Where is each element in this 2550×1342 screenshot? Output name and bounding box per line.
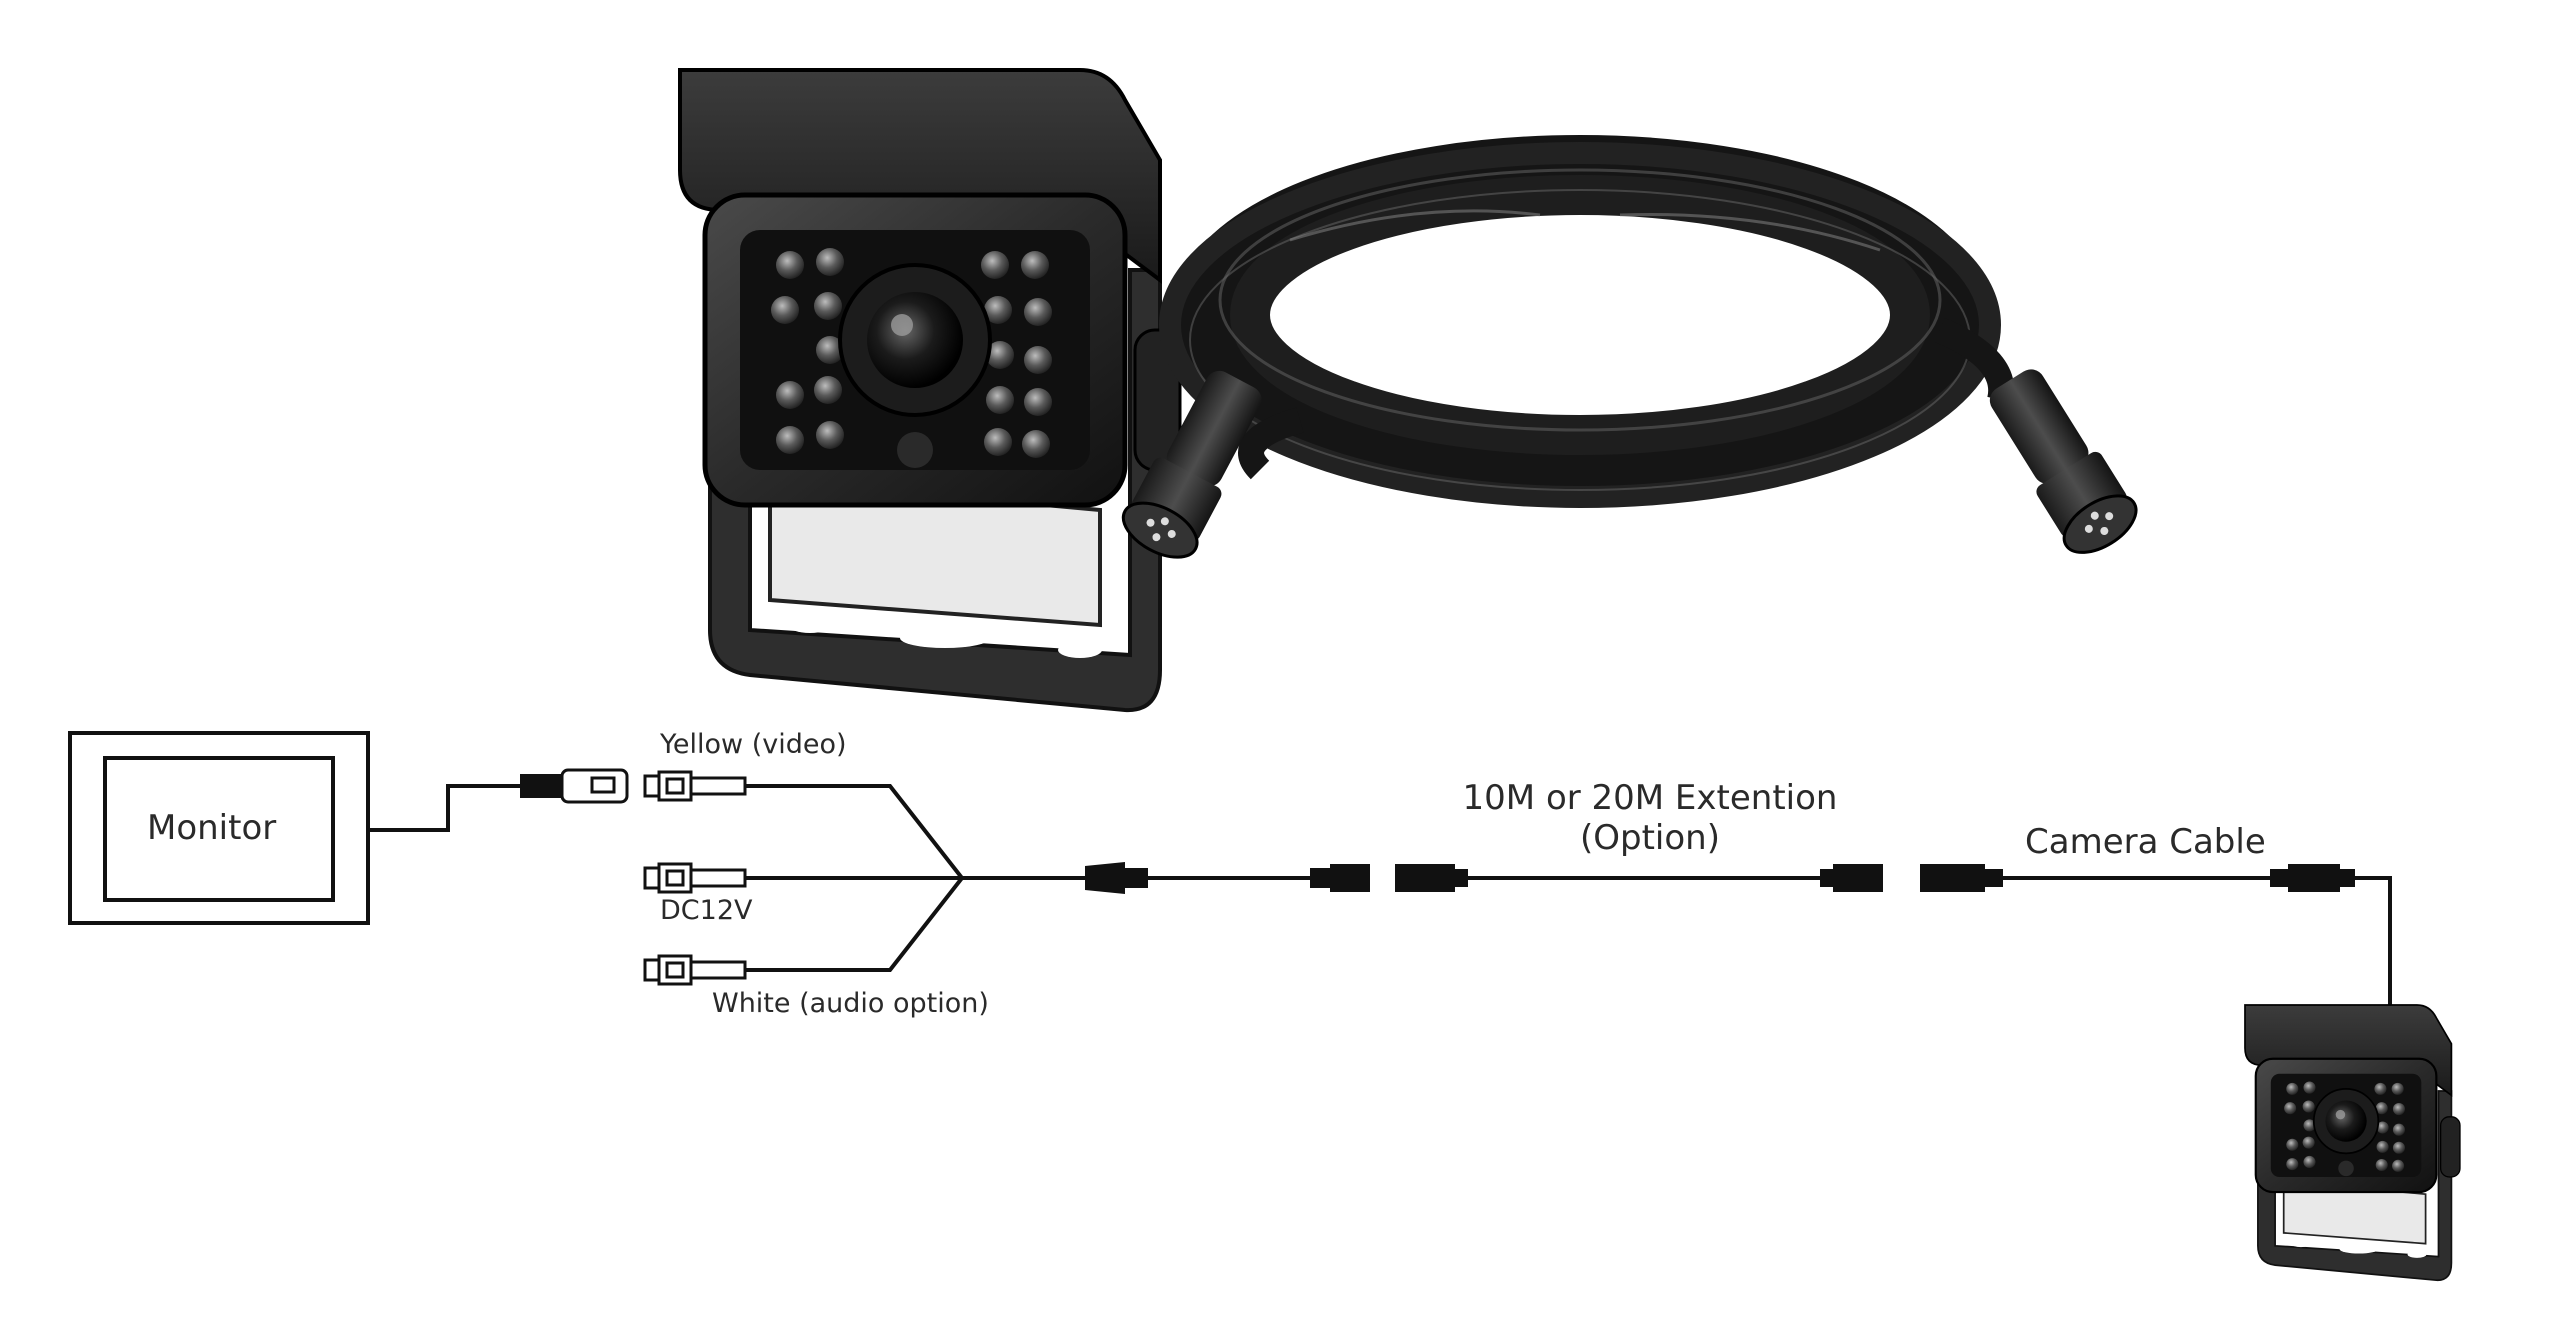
yellow-video-label: Yellow (video)	[660, 729, 847, 760]
trunk-connector-1	[1085, 862, 1148, 894]
extension-label-line1: 10M or 20M Extention	[1462, 778, 1838, 818]
monitor-label: Monitor	[147, 808, 277, 848]
coiled-extension-cable-photo	[1121, 135, 2138, 559]
wiring-lines	[368, 784, 2392, 1010]
extension-connector-left	[1395, 864, 1468, 892]
extension-label-line2: (Option)	[1579, 818, 1720, 858]
monitor-plug	[520, 768, 629, 804]
camera-cable-connector-left	[1920, 864, 2003, 892]
backup-camera-thumbnail	[2243, 1003, 2462, 1282]
monitor-box	[68, 731, 370, 925]
dc12v-label: DC12V	[660, 895, 753, 926]
extension-connector-right	[1820, 864, 1883, 892]
extension-label: 10M or 20M Extention (Option)	[1440, 778, 1860, 858]
trunk-connector-2	[1310, 864, 1370, 892]
yellow-rca-connector	[643, 770, 747, 802]
white-audio-label: White (audio option)	[712, 988, 989, 1019]
camera-cable-connector-right	[2270, 864, 2355, 892]
backup-camera-photo	[680, 70, 1180, 710]
camera-cable-label: Camera Cable	[2025, 822, 2266, 862]
dc12v-connector	[643, 862, 747, 894]
white-rca-connector	[643, 954, 747, 986]
